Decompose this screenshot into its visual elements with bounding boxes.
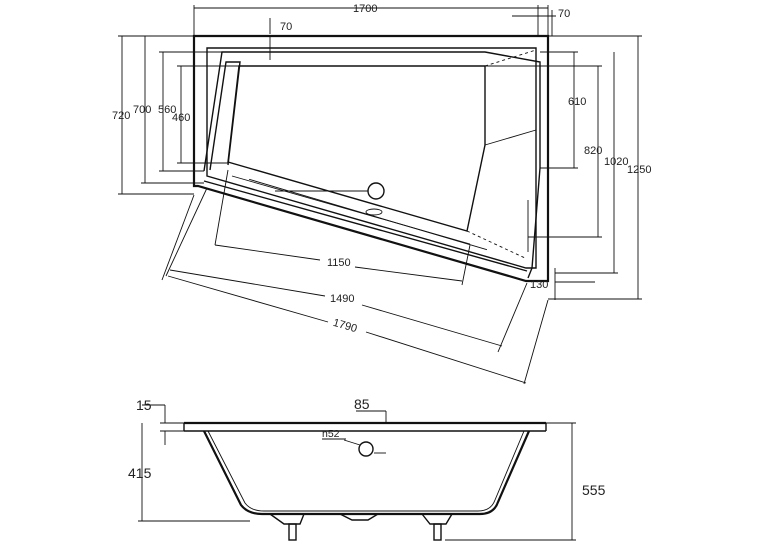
dim-diag-1150: 1150 [327,257,351,269]
plan-view: 1700 70 70 720 700 560 460 610 [112,3,651,385]
dim-rim-15: 15 [136,397,152,413]
dim-1150-line [249,178,488,251]
section-tub-inner [207,430,525,512]
plan-seat-right [484,129,537,146]
dim-1790-ext-right [523,299,549,385]
overflow-icon [367,182,385,200]
dim-depth-415: 415 [128,465,152,481]
dim-offset-right: 70 [558,8,570,20]
dim-diag-1490: 1490 [330,293,354,305]
foot-right-1-icon [421,513,453,525]
dim-right-610: 610 [568,96,586,108]
section-view: n52 15 85 415 555 [128,396,606,541]
dim-depth-555: 555 [582,482,606,498]
dim-corner-130: 130 [530,279,548,291]
section-drain-icon [358,441,374,457]
foot-left-1-icon [269,513,305,525]
foot-left-leg-icon [288,523,297,541]
dim-1150-ext-right [461,244,471,286]
dim-left-700: 700 [133,104,151,116]
plan-seat-dash-top [484,49,537,67]
plan-basin-edge [209,61,241,171]
dim-1490-ext-right [497,282,528,353]
dim-1490-ext-left [165,187,208,277]
dim-1150-seg-a [214,244,321,261]
dim-left-460: 460 [172,112,190,124]
plan-basin-outer-contour [203,51,541,279]
section-tub-body [203,430,531,516]
dim-drain-n52: n52 [322,428,340,440]
dim-1490-seg-b [361,304,503,347]
dim-left-720: 720 [112,110,130,122]
dim-1790-ext-left [161,194,195,281]
dim-right-1020: 1020 [604,156,628,168]
plan-rim-inner [206,47,537,269]
plan-seat-dash-bottom [466,230,526,259]
dim-1150-seg-b [354,266,463,282]
foot-mid-icon [339,513,379,521]
dim-1150-ext-left [214,169,229,246]
drain-icon [365,208,383,216]
plan-front-edge-1 [203,180,528,272]
dim-diag-1790: 1790 [332,317,359,335]
dim-right-820: 820 [584,145,602,157]
drain-leader [343,439,361,446]
dim-top-width: 1700 [353,3,377,15]
plan-basin-floor [227,65,486,232]
dim-1790-seg-b [365,331,527,384]
dim-right-1250: 1250 [627,164,651,176]
dim-offset-left: 70 [280,21,292,33]
dim-1490-seg-a [169,269,326,297]
foot-right-leg-icon [433,523,442,541]
dim-1790-seg-a [167,275,329,323]
dim-left-560: 560 [158,104,176,116]
dim-offset-85: 85 [354,396,370,412]
